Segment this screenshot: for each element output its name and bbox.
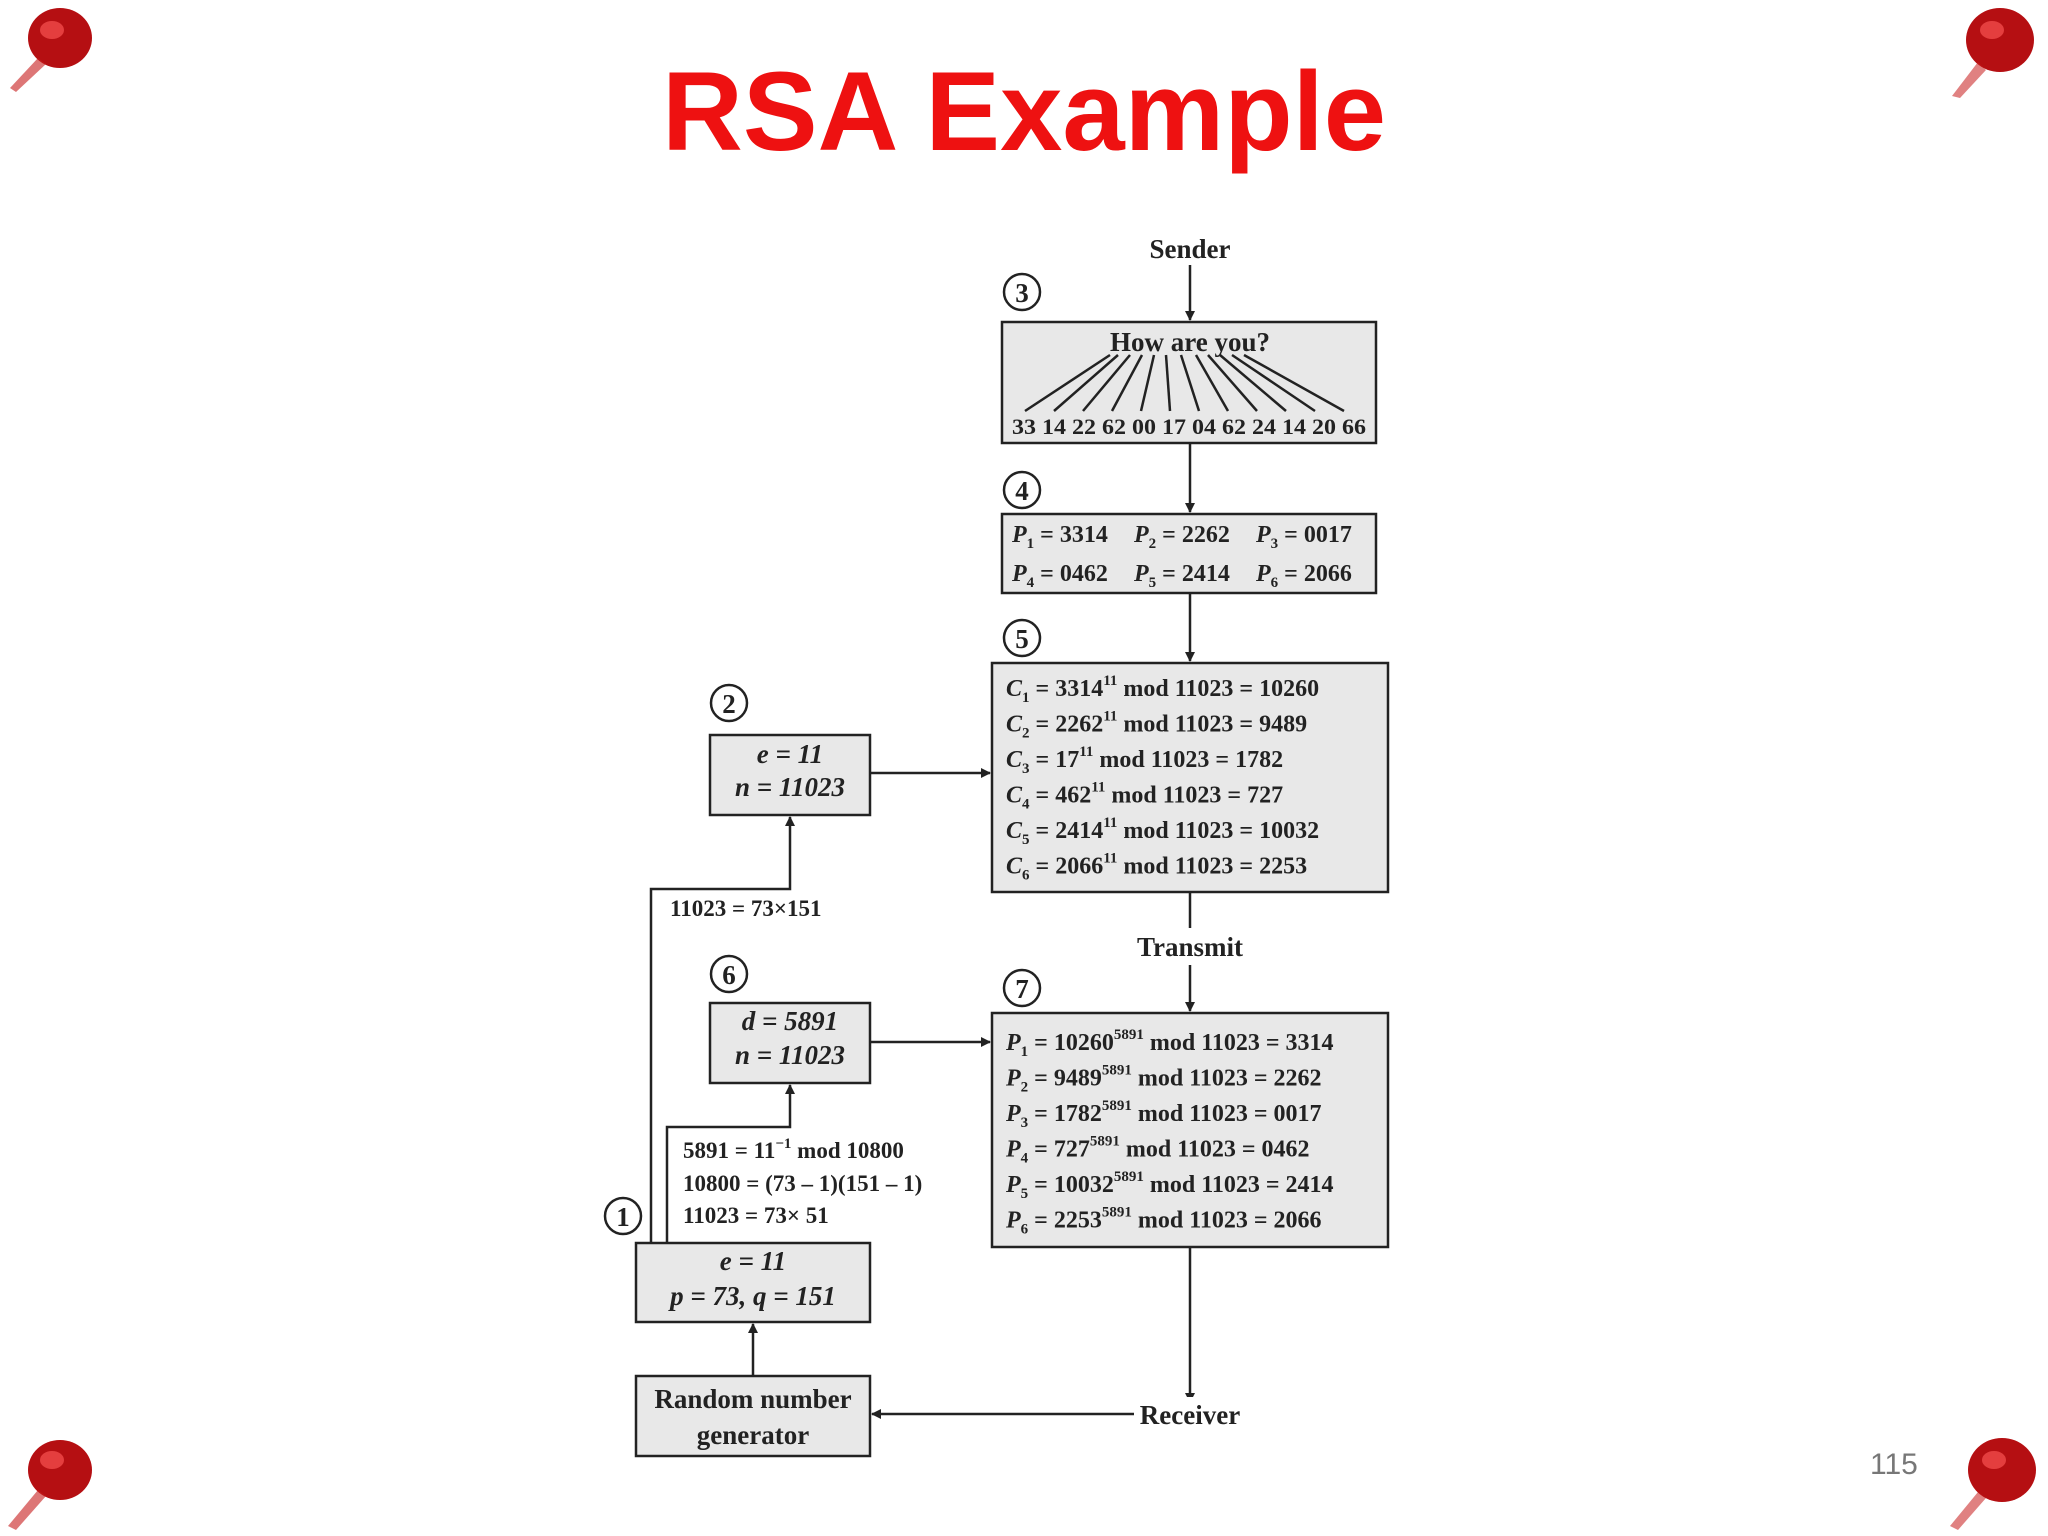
plaintext-block: P4 = 0462 <box>1011 561 1108 591</box>
encryption-line: C2 = 226211 mod 11023 = 9489 <box>1006 709 1307 742</box>
rng-label-line1: Random number <box>654 1384 851 1414</box>
step-3-marker: 3 <box>1002 272 1042 312</box>
public-key-box <box>708 733 872 817</box>
sender-label: Sender <box>1150 234 1231 264</box>
key-generation-box <box>634 1241 872 1324</box>
slide-title: RSA Example <box>661 49 1387 174</box>
svg-text:7: 7 <box>1015 974 1029 1004</box>
step-1-marker: 1 <box>603 1196 643 1236</box>
step-7-marker: 7 <box>1002 968 1042 1008</box>
keygen-p-q: p = 73, q = 151 <box>668 1281 836 1311</box>
rng-label-line2: generator <box>697 1420 809 1450</box>
push-pin-top-right-icon <box>1952 8 2034 98</box>
encryption-line: C3 = 1711 mod 11023 = 1782 <box>1006 744 1283 777</box>
plaintext-block: P2 = 2262 <box>1133 522 1230 552</box>
private-key-box <box>708 1001 872 1085</box>
push-pin-bottom-right-icon <box>1950 1438 2036 1530</box>
svg-text:3: 3 <box>1015 278 1029 308</box>
public-key-e: e = 11 <box>757 739 823 769</box>
decryption-line: P3 = 17825891 mod 11023 = 0017 <box>1005 1098 1322 1131</box>
receiver-label: Receiver <box>1140 1400 1240 1430</box>
svg-text:5: 5 <box>1015 624 1029 654</box>
keygen-e: e = 11 <box>720 1246 786 1276</box>
step-2-marker: 2 <box>709 683 749 723</box>
decryption-line: P5 = 100325891 mod 11023 = 2414 <box>1005 1169 1334 1202</box>
plaintext-block: P1 = 3314 <box>1011 522 1108 552</box>
decryption-line: P4 = 7275891 mod 11023 = 0462 <box>1005 1134 1310 1167</box>
svg-text:4: 4 <box>1015 476 1029 506</box>
step-5-marker: 5 <box>1002 618 1042 658</box>
encryption-line: C5 = 241411 mod 11023 = 10032 <box>1006 815 1319 848</box>
step-4-marker: 4 <box>1002 470 1042 510</box>
factor-note: 11023 = 73×151 <box>670 896 821 921</box>
decryption-line: P1 = 102605891 mod 11023 = 3314 <box>1005 1027 1334 1060</box>
decryption-box <box>990 1011 1390 1249</box>
transmit-label: Transmit <box>1137 932 1243 962</box>
push-pin-bottom-left-icon <box>8 1440 92 1530</box>
message-text: How are you? <box>1110 327 1270 357</box>
plaintext-block: P5 = 2414 <box>1133 561 1230 591</box>
derivation-line-2: 10800 = (73 – 1)(151 – 1) <box>683 1171 922 1196</box>
step-markers: 3 4 5 2 6 7 1 <box>603 272 1042 1236</box>
public-key-n: n = 11023 <box>735 772 845 802</box>
private-key-d: d = 5891 <box>742 1006 838 1036</box>
encoded-digits: 33 14 22 62 00 17 04 62 24 14 20 66 <box>1012 414 1366 439</box>
step-6-marker: 6 <box>709 954 749 994</box>
encryption-line: C6 = 206611 mod 11023 = 2253 <box>1006 851 1307 884</box>
decryption-line: P2 = 94895891 mod 11023 = 2262 <box>1005 1063 1322 1096</box>
encryption-box <box>990 661 1390 894</box>
svg-text:6: 6 <box>722 960 736 990</box>
derivation-line-1: 5891 = 11−1 mod 10800 <box>683 1136 904 1163</box>
encryption-line: C4 = 46211 mod 11023 = 727 <box>1006 780 1283 813</box>
svg-text:1: 1 <box>616 1202 630 1232</box>
plaintext-blocks-box <box>1000 512 1378 595</box>
private-key-n: n = 11023 <box>735 1040 845 1070</box>
plaintext-blocks: P1 = 3314 P2 = 2262 P3 = 0017 P4 = 0462 P5 =… <box>1011 522 1352 591</box>
encryption-line: C1 = 331411 mod 11023 = 10260 <box>1006 673 1319 706</box>
plaintext-block: P6 = 2066 <box>1255 561 1352 591</box>
svg-text:2: 2 <box>722 689 736 719</box>
page-number: 115 <box>1870 1448 1918 1481</box>
decryption-line: P6 = 22535891 mod 11023 = 2066 <box>1005 1205 1322 1238</box>
plaintext-block: P3 = 0017 <box>1255 522 1352 552</box>
push-pin-top-left-icon <box>10 8 92 92</box>
derivation-line-3: 11023 = 73× 51 <box>683 1203 829 1228</box>
